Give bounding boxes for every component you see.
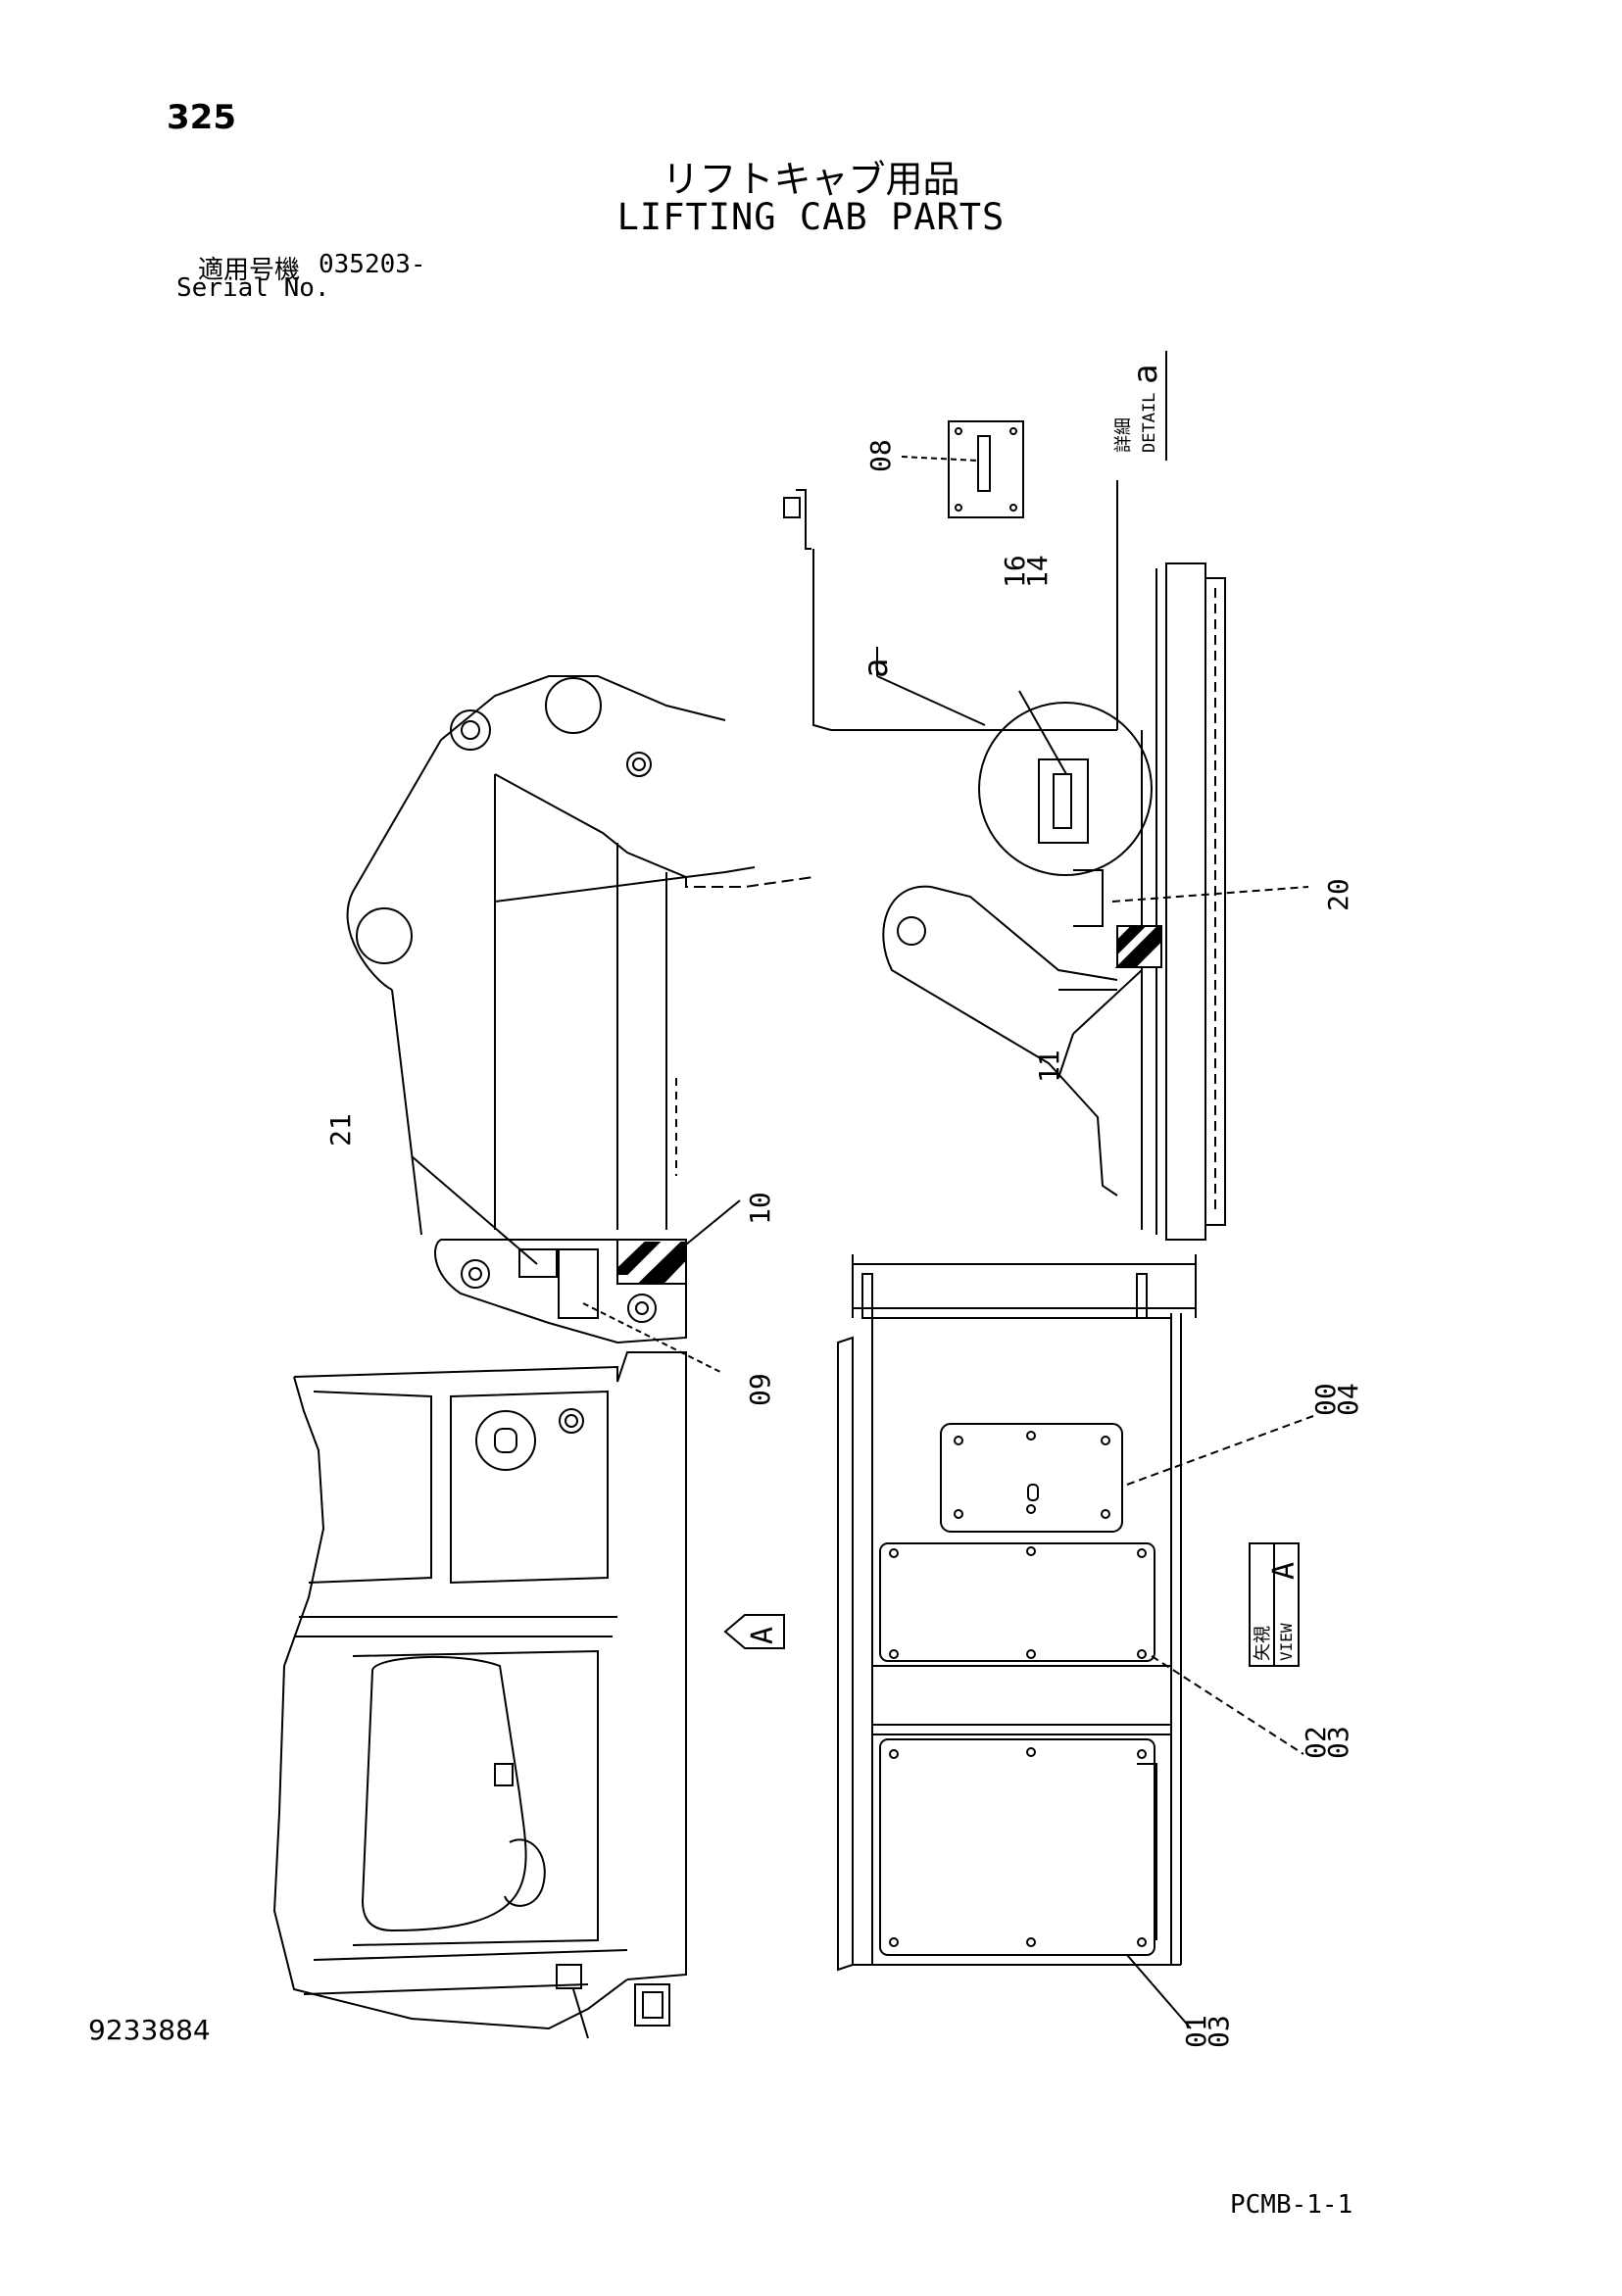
callout-00: 00: [1309, 1383, 1342, 1416]
callout-01: 01: [1180, 2015, 1212, 2048]
view-a-frame: [837, 1254, 1197, 1972]
detail-label-jp: 詳細: [1113, 417, 1134, 453]
callout-03-lower: 03: [1203, 2015, 1235, 2048]
cab-right-outline: [783, 480, 1226, 1241]
lifting-bracket-right: [882, 885, 1118, 1197]
part-20: [1073, 869, 1309, 927]
view-label-jp: 矢視: [1253, 1626, 1273, 1661]
drawing-number: 9233884: [88, 2014, 211, 2046]
callout-20: 20: [1322, 878, 1354, 911]
detail-circle-a: [876, 647, 1153, 876]
cover-plate-00-04: [940, 1415, 1314, 1533]
view-arrow-letter: A: [746, 1627, 780, 1644]
hazard-stripe-11: [1057, 925, 1162, 1079]
plate-08: [901, 420, 1024, 518]
sheet-code: PCMB-1-1: [1230, 2190, 1353, 2220]
view-label-letter: A: [1267, 1562, 1302, 1580]
callout-11: 11: [1033, 1050, 1065, 1083]
view-label-en: VIEW: [1277, 1623, 1296, 1661]
callout-10: 10: [744, 1192, 776, 1225]
page-number: 325: [167, 98, 236, 137]
cover-plate-01-03: [879, 1738, 1192, 2029]
view-a-arrow: [723, 1614, 785, 1649]
serial-value: 035203-: [319, 250, 426, 279]
callout-08: 08: [864, 439, 897, 472]
title-english: LIFTING CAB PARTS: [616, 196, 1006, 238]
callout-04: 04: [1332, 1383, 1364, 1416]
callout-14: 14: [1021, 555, 1054, 588]
detail-label-letter: a: [1126, 365, 1165, 384]
detail-label-en: DETAIL: [1140, 393, 1159, 453]
callout-16: 16: [999, 555, 1031, 588]
callout-a: a: [857, 659, 896, 678]
view-a-label: [1249, 1542, 1300, 1667]
callout-02: 02: [1300, 1726, 1332, 1759]
title-japanese: リフトキャブ用品: [662, 158, 960, 201]
cover-plate-02-03: [879, 1542, 1304, 1755]
callout-09: 09: [744, 1373, 776, 1406]
lower-link: [411, 1155, 741, 1373]
callout-21: 21: [324, 1113, 357, 1147]
callout-03-upper: 03: [1322, 1726, 1354, 1759]
serial-label-english: Serial No.: [176, 273, 330, 303]
serial-label-japanese: 適用号機: [198, 256, 301, 285]
boom-arm: [346, 675, 814, 1236]
cab-body: [272, 1351, 687, 2039]
